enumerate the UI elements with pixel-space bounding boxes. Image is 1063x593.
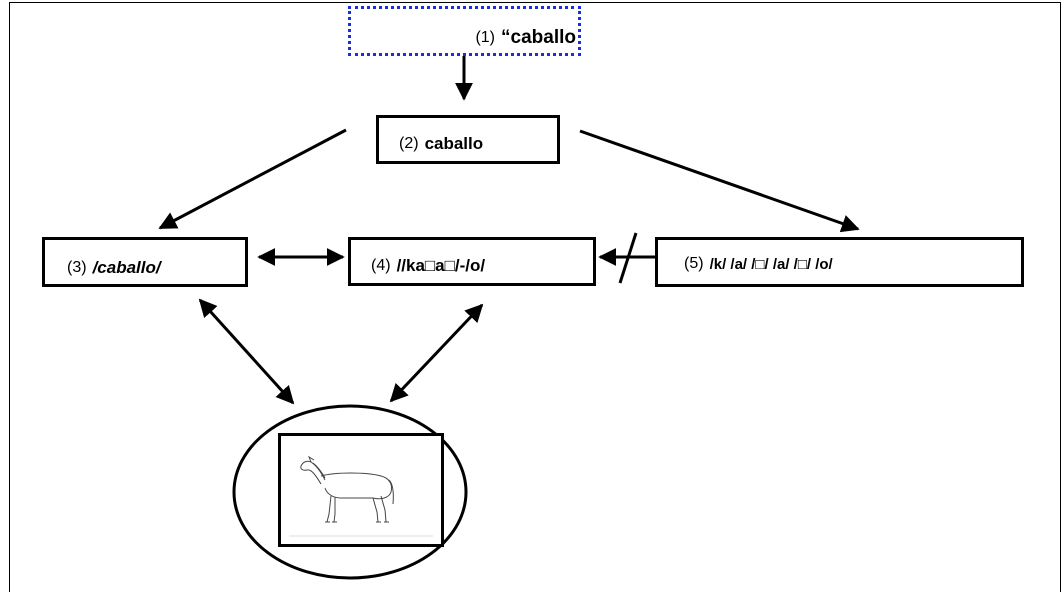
node-5: (5) /k/ /a/ /□/ /a/ /□/ /o/ [655, 237, 1024, 287]
horse-icon [289, 455, 433, 537]
node-3: (3) /caballo/ [42, 237, 248, 287]
arrow-2-to-3 [158, 128, 347, 230]
node-2: (2) caballo [376, 115, 560, 164]
node-2-label: caballo [424, 133, 484, 153]
diagram-frame [9, 2, 1061, 592]
node-4-label: //ka□a□/-/o/ [396, 255, 486, 275]
node-4-number: (4) [371, 256, 391, 274]
image-ellipse [232, 404, 468, 580]
node-1-label: “caballo [501, 27, 576, 48]
arrow-3-to-image [198, 298, 295, 405]
node-3-number: (3) [67, 259, 87, 276]
node-1: (1) “caballo [348, 6, 581, 56]
node-4: (4) //ka□a□/-/o/ [348, 237, 596, 286]
block-slash [618, 232, 638, 284]
node-2-number: (2) [399, 134, 419, 152]
arrow-4-to-image [389, 303, 484, 403]
arrow-2-to-5 [579, 129, 860, 233]
node-5-number: (5) [684, 255, 704, 272]
horse-picture [278, 433, 444, 547]
node-5-label: /k/ /a/ /□/ /a/ /□/ /o/ [709, 255, 833, 273]
node-1-number: (1) [475, 29, 496, 46]
node-3-label: /caballo/ [92, 258, 161, 277]
